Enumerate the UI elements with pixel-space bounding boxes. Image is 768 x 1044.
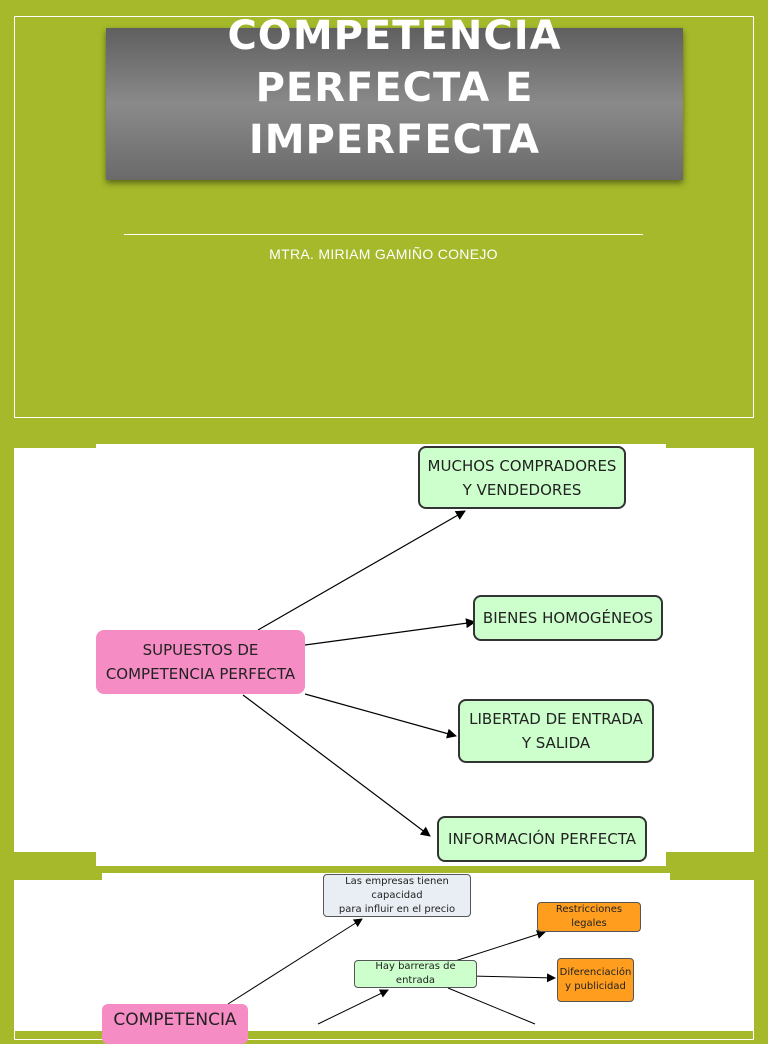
diagram-arrows — [242, 510, 476, 837]
perfect-competition-slide: SUPUESTOS DE COMPETENCIA PERFECTA MUCHOS… — [0, 432, 768, 866]
arrow-to-libertad — [304, 693, 457, 739]
arrow-to-bienes — [304, 618, 476, 646]
diagram-arrows — [227, 918, 556, 1025]
title-slide: COMPETENCIA PERFECTA E IMPERFECTA MTRA. … — [0, 0, 768, 432]
arrow-to-offscreen — [447, 987, 536, 1025]
node-libertad-entrada: LIBERTAD DE ENTRADA Y SALIDA — [458, 699, 654, 763]
node-informacion-perfecta: INFORMACIÓN PERFECTA — [437, 816, 647, 862]
title-box — [106, 28, 683, 180]
node-barreras-entrada: Hay barreras de entrada — [354, 960, 477, 988]
title-divider — [124, 234, 643, 235]
author-name: MTRA. MIRIAM GAMIÑO CONEJO — [269, 246, 498, 262]
arrow-to-restricciones — [454, 930, 546, 962]
arrow-to-diferenciacion — [469, 973, 556, 983]
node-competencia: COMPETENCIA — [102, 1004, 248, 1044]
node-diferenciacion: Diferenciación y publicidad — [557, 958, 634, 1002]
slide-frame — [14, 16, 754, 418]
imperfect-competition-slide: Las empresas tienen capacidad para influ… — [0, 866, 768, 1044]
slide-title: COMPETENCIA PERFECTA E IMPERFECTA — [227, 13, 562, 163]
node-muchos-compradores: MUCHOS COMPRADORES Y VENDEDORES — [418, 446, 626, 509]
arrow-to-barreras — [317, 989, 389, 1025]
node-capacidad-precio: Las empresas tienen capacidad para influ… — [323, 874, 471, 917]
node-restricciones-legales: Restricciones legales — [537, 902, 641, 932]
node-bienes-homogeneos: BIENES HOMOGÉNEOS — [473, 595, 663, 641]
arrow-to-capacidad — [227, 918, 363, 1005]
node-supuestos: SUPUESTOS DE COMPETENCIA PERFECTA — [96, 630, 305, 694]
arrow-to-compradores — [257, 510, 466, 631]
arrow-to-informacion — [242, 694, 431, 837]
